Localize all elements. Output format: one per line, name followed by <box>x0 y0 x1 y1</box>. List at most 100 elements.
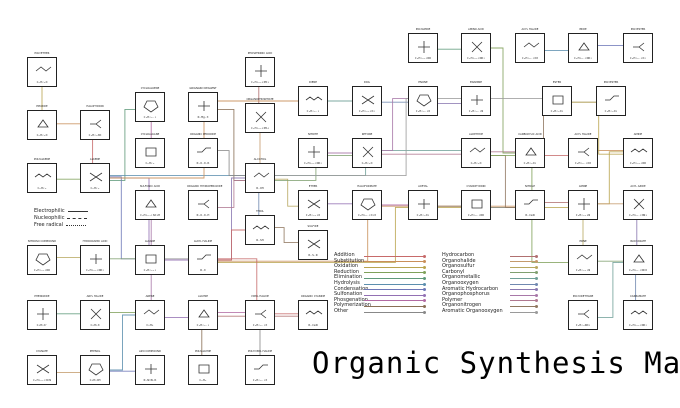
legend-dot <box>423 293 426 297</box>
structure-icon <box>90 308 102 320</box>
node-label: KETONE <box>361 133 373 136</box>
node-label: THIOL <box>256 210 264 213</box>
legend-dot <box>423 288 426 292</box>
node-label: CARBAMATE <box>630 295 646 298</box>
node-label: ALKYNE <box>198 295 208 298</box>
node-formula: R-X <box>200 268 206 272</box>
legend-dot <box>535 260 538 264</box>
legend-swatch <box>364 311 424 313</box>
node-formula: CₙH₂ₙ₊₁NO₂ <box>303 161 323 165</box>
node-label: PHENOL <box>89 350 101 353</box>
structure-icon <box>143 100 159 113</box>
node-formula: R-OH <box>256 186 264 190</box>
structure-icon <box>255 65 267 77</box>
node-formula: CₙH₂ₙ₋₂O <box>415 109 431 113</box>
structure-icon <box>255 111 267 123</box>
legend-label: Hydrocarbon <box>442 252 475 258</box>
node-label: DIOL <box>363 81 371 84</box>
node-formula: CₙH₂ₙO <box>470 161 482 165</box>
legend-dot <box>535 271 538 275</box>
node-formula: CₙH₂ₙO <box>36 80 48 84</box>
legend-row: Substitution <box>334 258 434 265</box>
legend-swatch <box>67 218 88 219</box>
node-formula: CₙH₂ₙ₊₂ <box>143 268 157 272</box>
node-formula: R-O-O-R <box>196 161 210 165</box>
node-formula: CₙHₙ <box>199 378 207 382</box>
legend-row: Oxidation <box>334 263 434 270</box>
legend-swatch <box>364 266 424 268</box>
node-formula: CₙH₂ₙO₂ <box>604 109 618 113</box>
legend-label: Polymer <box>442 296 463 303</box>
node-formula: CₙH₂ₙ₋₁ON₃ <box>628 213 648 217</box>
node-label: IMIDE <box>579 28 587 31</box>
node-label: ORGANIC HYDROPEROXIDE <box>187 185 223 188</box>
node-label: HYDROXAMIC ACID <box>82 240 108 243</box>
legend-row-electrophilic: Electrophilic <box>34 208 88 215</box>
legend-swatch <box>364 289 424 291</box>
structure-icon <box>416 94 432 107</box>
legend-label: Polymerization <box>334 302 371 309</box>
node-formula: CₙH₂ₙ₋₁X <box>252 323 268 327</box>
node-label: CYANATE <box>36 350 48 353</box>
node-polyalkyne: POLYALKYNE CₙHₙ <box>188 350 218 385</box>
structure-icon <box>469 147 486 153</box>
legend-label: Organometallic <box>442 274 481 281</box>
node-label: POLYALKYNE <box>194 350 212 353</box>
node-label: ESTER <box>552 81 562 84</box>
legend-dot <box>423 265 426 269</box>
legend-row: Condensation <box>334 286 434 293</box>
legend-dot <box>535 293 538 297</box>
node-formula: CₙH₂ₙO₂ <box>550 109 564 113</box>
node-label: ACETAL <box>418 185 428 188</box>
node-label: POLYETHER <box>34 52 50 55</box>
node-formula: CₙH₂ₙ₋₂O₂ <box>629 56 647 60</box>
structure-icon <box>308 146 320 158</box>
structure-icon <box>89 172 103 182</box>
node-label: DIENE <box>309 81 317 84</box>
structure-icon <box>305 310 323 315</box>
legend-swatch <box>510 283 536 285</box>
legend-swatch <box>364 300 424 302</box>
node-label: NITRILE <box>525 185 535 188</box>
node-formula: CₙH₂ₙ₋₂ <box>306 109 320 113</box>
node-formula: CₙH₂ₙ₋₁NO <box>467 213 485 217</box>
node-label: POLYURETHANE <box>572 295 594 298</box>
legend-swatch <box>364 277 424 279</box>
structure-icon <box>145 254 157 264</box>
legend-label: Carbonyl <box>442 268 465 275</box>
legend-row: Polymer <box>442 296 542 304</box>
node-vinyl-halide: VINYL HALIDE CₙH₂ₙ₋₁X <box>245 295 275 330</box>
node-label: NITROSO COMPOUND <box>27 240 57 243</box>
reaction-edge <box>203 258 313 315</box>
legend-row: Aromatic Hydrocarbon <box>442 286 542 293</box>
legend-dot <box>423 282 426 286</box>
node-label: VINYL HALIDE <box>251 295 269 298</box>
legend-label: Free radical <box>34 222 64 228</box>
structure-icon <box>307 239 321 249</box>
node-label: ARYL HALIDE <box>86 295 104 298</box>
structure-icon <box>633 198 645 210</box>
structure-icon <box>633 42 645 52</box>
